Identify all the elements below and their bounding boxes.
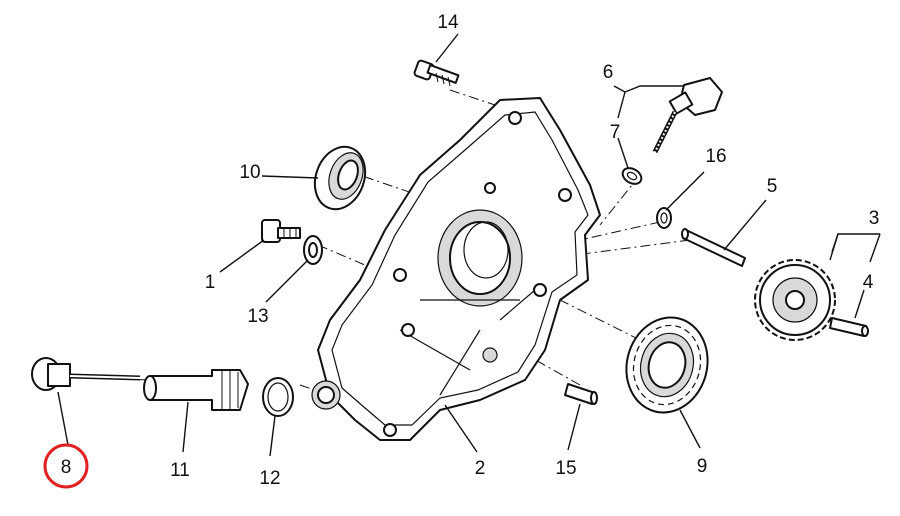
callout-11: 11 [170, 460, 190, 481]
drain-sleeve-11 [143, 369, 249, 411]
callout-12: 12 [259, 468, 280, 489]
gear-3 [754, 259, 836, 341]
callout-8: 8 [61, 457, 72, 478]
callout-1: 1 [205, 272, 216, 293]
callout-5: 5 [767, 176, 778, 197]
callout-4: 4 [863, 272, 874, 293]
callout-14: 14 [437, 12, 459, 33]
callout-3: 3 [869, 208, 880, 229]
washer-16 [656, 207, 672, 229]
callout-9: 9 [697, 456, 708, 477]
bearing-9 [625, 316, 709, 414]
callout-7: 7 [610, 122, 621, 143]
bolt-14 [413, 59, 460, 87]
callout-16: 16 [705, 146, 726, 167]
oil-seal-10 [313, 145, 367, 211]
dipstick-6 [652, 77, 723, 154]
callout-15: 15 [555, 458, 576, 479]
crankcase-cover [311, 97, 601, 441]
callout-2: 2 [475, 458, 486, 479]
shaft-5 [681, 228, 746, 267]
dowel-pin-15 [564, 383, 598, 405]
callout-13: 13 [247, 306, 268, 327]
o-ring-12 [262, 377, 294, 417]
o-ring-7 [621, 167, 643, 185]
drain-plug-8 [31, 357, 141, 391]
bolt-1 [261, 219, 301, 243]
callout-6: 6 [603, 62, 614, 83]
callout-10: 10 [239, 162, 260, 183]
washer-13 [303, 235, 323, 265]
highlight-circle [43, 443, 89, 489]
pin-4 [829, 317, 869, 337]
leader-lines [57, 33, 881, 457]
callout-labels: 14 6 7 16 10 5 3 1 4 13 11 12 2 15 9 8 [43, 12, 880, 489]
